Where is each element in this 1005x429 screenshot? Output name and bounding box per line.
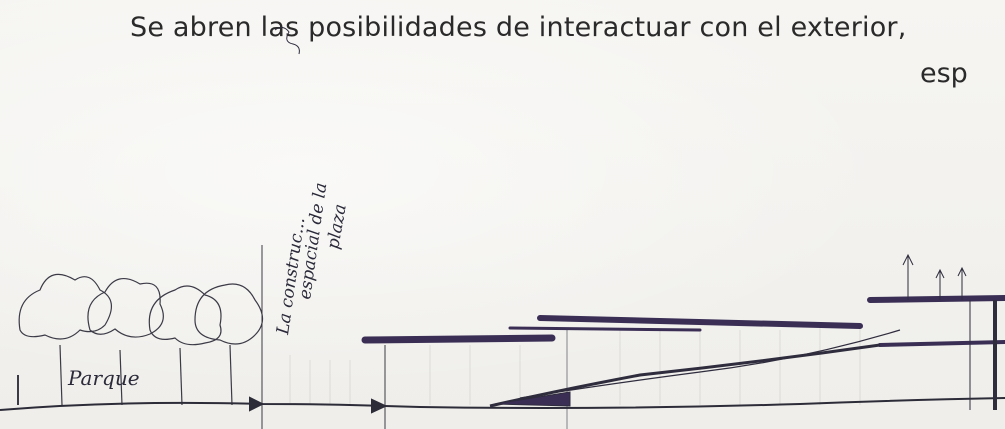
right-building [902,253,997,410]
vertical-notes: La construc... espacial de la plaza [273,181,351,336]
scribble [274,26,300,55]
ground-arrows [249,396,388,414]
tree-cluster [17,273,264,406]
park-label: Parque [67,366,140,390]
caption-line-1: Se abren las posibilidades de interactua… [130,12,907,43]
ground-line [0,397,1005,411]
divider-lines [261,245,568,429]
arrow-head-1 [249,396,265,412]
arrow-head-2 [371,398,388,414]
ramp-lines [489,329,901,408]
roof-strokes [361,295,1005,347]
faint-hatching [289,325,861,405]
caption-line-2: esp [920,58,968,89]
